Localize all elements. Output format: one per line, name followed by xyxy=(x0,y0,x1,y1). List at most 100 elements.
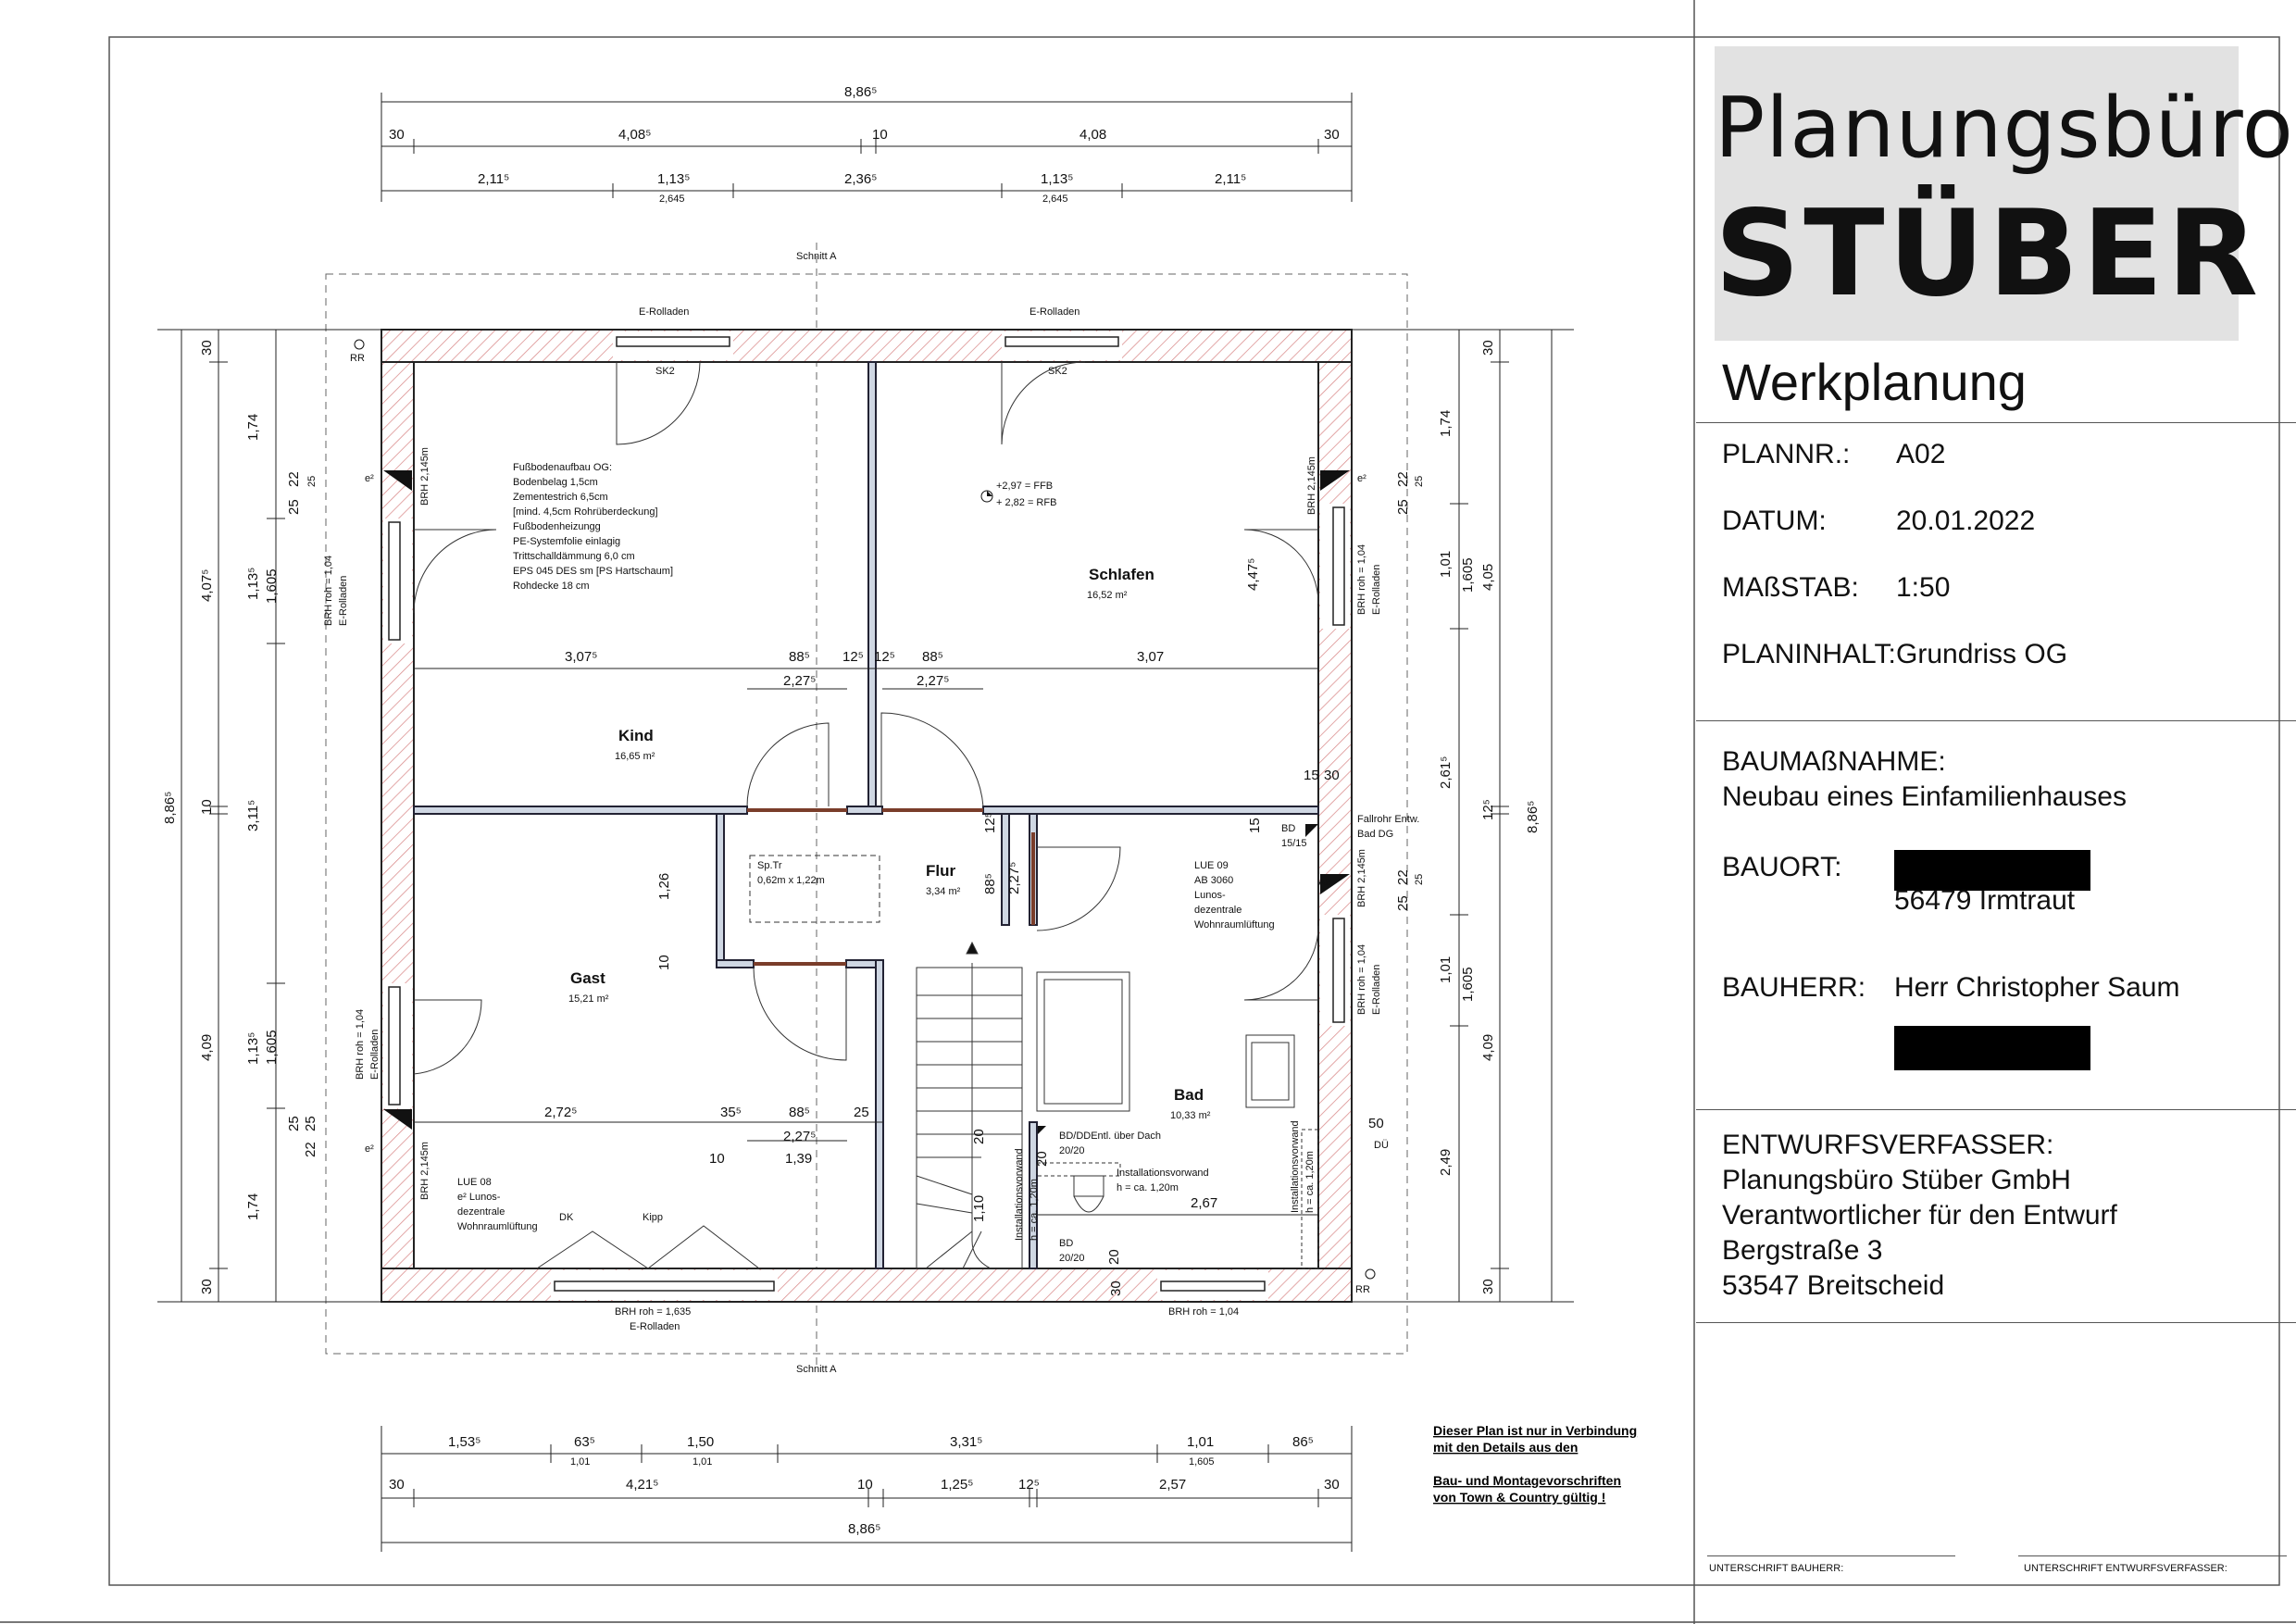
dimension-lines-inner xyxy=(414,668,1318,1216)
dim-inner: 88⁵ xyxy=(982,873,998,894)
dim-right-small: 22 xyxy=(1395,471,1411,487)
field-plannr: PLANNR.:A02 xyxy=(1722,439,1946,469)
dim-bottom: 30 xyxy=(1324,1477,1340,1493)
redacted-block xyxy=(1894,1026,2090,1070)
label-bd: 15/15 xyxy=(1281,838,1307,849)
label-rr: RR xyxy=(350,353,365,364)
dim-inner: 25 xyxy=(854,1105,869,1120)
room-area-flur: 3,34 m² xyxy=(926,886,961,897)
label-rr: RR xyxy=(1355,1284,1370,1295)
label-e2: e² xyxy=(1357,473,1366,484)
svg-text:[mind. 4,5cm Rohrüberdeckung]: [mind. 4,5cm Rohrüberdeckung] xyxy=(513,506,658,518)
sheet-frame xyxy=(108,36,2280,1586)
dim-left: 3,11⁵ xyxy=(245,800,261,831)
label-install: Installationsvorwand xyxy=(1014,1148,1025,1241)
dim-inner: 1,10 xyxy=(971,1195,987,1222)
label-install: h = ca. 1,20m xyxy=(1117,1182,1179,1193)
dim-inner: 20 xyxy=(1034,1151,1050,1167)
svg-text:LUE 09: LUE 09 xyxy=(1194,860,1229,871)
label-erolladen: E-Rolladen xyxy=(639,306,689,318)
dim-right: 4,05 xyxy=(1480,564,1496,591)
label-e2: e² xyxy=(365,473,374,484)
dim-bottom-sub: 1,01 xyxy=(570,1456,590,1468)
dim-inner: 2,67 xyxy=(1191,1195,1217,1211)
svg-text:Fußbodenaufbau OG:: Fußbodenaufbau OG: xyxy=(513,462,612,473)
room-name-schlafen: Schlafen xyxy=(1089,566,1154,583)
dim-top: 2,36⁵ xyxy=(844,171,877,187)
dim-left: 10 xyxy=(199,799,215,815)
svg-text:Bodenbelag 1,5cm: Bodenbelag 1,5cm xyxy=(513,477,598,488)
label-e2: e² xyxy=(365,1143,374,1155)
dim-right-small: 4,47⁵ xyxy=(1245,558,1261,591)
dim-left: 1,13⁵ xyxy=(245,568,261,600)
dim-top-sub: 2,645 xyxy=(1042,194,1068,205)
label-bd: 20/20 xyxy=(1059,1253,1085,1264)
dim-left-small: 22 xyxy=(303,1142,318,1157)
dim-right: 30 xyxy=(1480,340,1496,356)
dim-right: 2,49 xyxy=(1438,1149,1454,1176)
dim-right-sub: 1,605 xyxy=(1460,967,1476,1002)
svg-text:PE-Systemfolie einlagig: PE-Systemfolie einlagig xyxy=(513,536,620,547)
dim-bottom: 2,57 xyxy=(1159,1477,1186,1493)
dim-right-sub: 1,605 xyxy=(1460,557,1476,593)
label-brh: BRH 2,145m xyxy=(419,1142,430,1200)
dim-inner: 2,27⁵ xyxy=(917,673,949,689)
bauort-value: 56479 Irmtraut xyxy=(1894,885,2076,916)
label-brh: BRH roh = 1,04 xyxy=(355,1009,366,1080)
dim-bottom: 63⁵ xyxy=(574,1434,595,1450)
dim-inner: 2,72⁵ xyxy=(544,1105,577,1120)
dim-right-small: 25 xyxy=(1414,476,1425,487)
dim-left-small: 25 xyxy=(286,499,302,515)
label-sk2: SK2 xyxy=(1048,366,1067,377)
dim-right: 1,74 xyxy=(1438,410,1454,437)
dim-top: 4,08 xyxy=(1079,127,1106,143)
label-du: DÜ xyxy=(1374,1140,1389,1151)
section-label-top: Schnitt A xyxy=(796,251,837,262)
label-install: h = ca. 1,20m xyxy=(1304,1151,1316,1213)
signature-verfasser: UNTERSCHRIFT ENTWURFSVERFASSER: xyxy=(2024,1563,2227,1574)
dim-left: 4,09 xyxy=(199,1034,215,1061)
dim-inner: 15 xyxy=(1304,768,1319,783)
dim-left-small: 25 xyxy=(303,1116,318,1131)
dim-bottom: 30 xyxy=(389,1477,405,1493)
dim-inner: 88⁵ xyxy=(789,649,810,665)
dim-inner: 35⁵ xyxy=(720,1105,742,1120)
svg-text:Fußbodenheizungg: Fußbodenheizungg xyxy=(513,521,601,532)
dim-top: 2,11⁵ xyxy=(1215,171,1246,187)
dim-left-small: 22 xyxy=(286,471,302,487)
label-ab: AB xyxy=(1318,877,1332,888)
dim-top: 30 xyxy=(389,127,405,143)
dim-inner: 12⁵ xyxy=(982,812,998,833)
label-install: h = ca. 1,20m xyxy=(1029,1179,1040,1241)
dim-right: 30 xyxy=(1480,1279,1496,1294)
svg-text:mit den Details aus den: mit den Details aus den xyxy=(1433,1440,1578,1455)
dim-inner: 1,39 xyxy=(785,1151,812,1167)
exterior-walls xyxy=(381,329,1353,1303)
windows xyxy=(388,336,1345,1292)
svg-text:LUE 08: LUE 08 xyxy=(457,1177,492,1188)
dim-inner: 12⁵ xyxy=(842,649,864,665)
dim-bottom: 10 xyxy=(857,1477,873,1493)
dim-left-small: 10 xyxy=(656,955,672,970)
dim-bottom-sub: 1,01 xyxy=(693,1456,712,1468)
dim-bottom: 3,31⁵ xyxy=(950,1434,982,1450)
svg-text:0,62m x 1,22m: 0,62m x 1,22m xyxy=(757,875,825,886)
label-erolladen: E-Rolladen xyxy=(1371,565,1382,615)
label-brh: BRH roh = 1,04 xyxy=(1356,944,1367,1015)
dim-inner: 30 xyxy=(1108,1280,1124,1296)
dim-inner: 12⁵ xyxy=(874,649,895,665)
door-leaves xyxy=(747,808,1035,966)
bathroom-fixtures xyxy=(1036,971,1319,1269)
dim-inner: 20 xyxy=(971,1129,987,1144)
staircase xyxy=(749,855,1023,1269)
svg-text:Trittschalldämmung 6,0 cm: Trittschalldämmung 6,0 cm xyxy=(513,551,635,562)
dim-right: 2,61⁵ xyxy=(1438,756,1454,789)
dim-bottom: 1,50 xyxy=(687,1434,714,1450)
label-install: Installationsvorwand xyxy=(1290,1120,1301,1213)
dim-left-total: 8,86⁵ xyxy=(162,792,178,824)
validity-note: Dieser Plan ist nur in Verbindung mit de… xyxy=(1433,1423,1637,1505)
dim-inner: 3,07⁵ xyxy=(565,649,597,665)
room-area-gast: 15,21 m² xyxy=(568,993,609,1005)
label-brh: BRH roh = 1,04 xyxy=(1168,1306,1239,1318)
